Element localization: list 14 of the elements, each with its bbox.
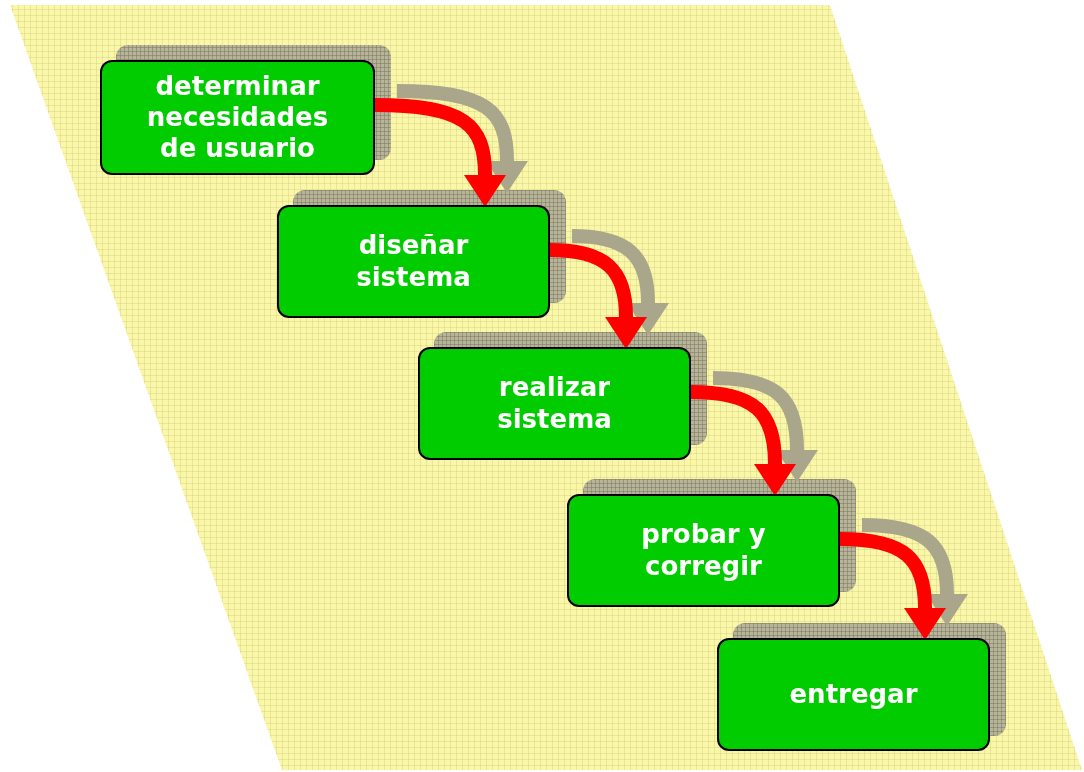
process-box — [100, 60, 375, 175]
curved-arrow — [374, 84, 528, 207]
process-box — [277, 205, 550, 318]
step-label: diseñar sistema — [355, 230, 472, 293]
process-box — [717, 638, 990, 751]
process-box — [567, 494, 840, 607]
step-label: determinar necesidades de usuario — [145, 70, 330, 165]
process-box — [418, 347, 691, 460]
step-label: entregar — [788, 678, 919, 711]
curved-arrow — [549, 229, 669, 349]
curved-arrow — [690, 371, 818, 496]
curved-arrow — [839, 518, 968, 640]
step-label: probar y corregir — [640, 519, 767, 582]
step-label: realizar sistema — [496, 372, 613, 435]
